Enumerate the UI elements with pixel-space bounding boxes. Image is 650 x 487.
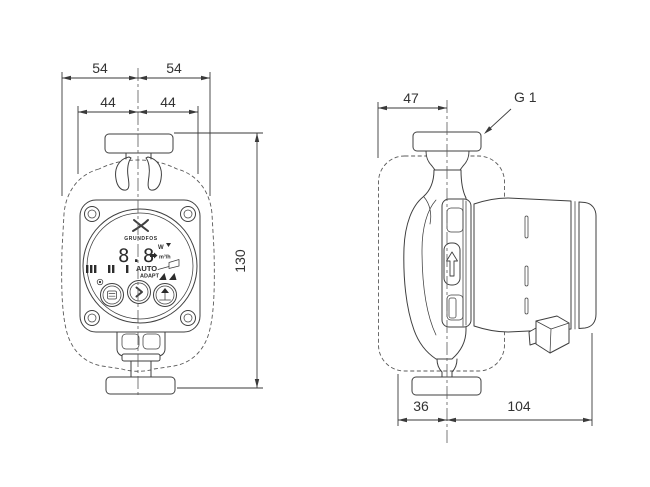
dimension-54-54: 54 54 (62, 60, 210, 81)
dim-label-47: 47 (403, 90, 419, 106)
union-nut-side (425, 150, 470, 171)
side-view (378, 100, 597, 446)
lower-pipe-front (130, 360, 152, 378)
vent-slots (524, 215, 529, 315)
speed-bars-icon (86, 265, 129, 273)
pump-icon (159, 288, 171, 301)
display-button-icon (107, 290, 117, 300)
flow-arrow-icon (150, 252, 158, 259)
mode-top-text: AUTO (136, 264, 157, 273)
dimension-47: 47 (377, 90, 447, 158)
power-unit: W (158, 245, 164, 251)
unit-cursor-icon (166, 243, 171, 247)
dimension-36-104: 36 104 (397, 333, 593, 426)
display-value: 8.8 (118, 245, 155, 267)
bottom-flange-side (411, 376, 482, 396)
control-face (82, 208, 198, 324)
dim-label-54-right: 54 (166, 60, 182, 76)
corner-screws (84, 206, 196, 326)
motor-end-cap (578, 201, 597, 329)
dim-label-104: 104 (507, 398, 531, 414)
lcd-display: 8.8 W m³/h AUTO ADAPT (86, 243, 180, 286)
dim-label-44-right: 44 (160, 94, 176, 110)
dimensions-side: 47 G 1 36 104 (377, 89, 593, 426)
flow-unit: m³/h (159, 254, 171, 261)
terminal-connector-front (116, 331, 166, 362)
mode-bottom-text: ADAPT (140, 274, 160, 280)
pump-neck-front (115, 152, 162, 191)
bottom-flange-front (105, 376, 176, 395)
grundfos-logo-icon (132, 219, 149, 232)
led-indicator (96, 278, 104, 286)
dimension-130: 130 (174, 132, 263, 389)
control-mode-icons (157, 259, 180, 280)
dimension-44-44: 44 44 (78, 94, 198, 115)
dimensions-front: 54 54 44 44 130 (61, 60, 263, 389)
top-flange-front (104, 133, 174, 154)
control-box-side (441, 198, 472, 328)
thread-label: G 1 (514, 89, 537, 105)
dim-label-54-left: 54 (92, 60, 108, 76)
pump-button (153, 283, 177, 307)
flow-plate (443, 242, 461, 286)
brand-text: GRUNDFOS (124, 236, 157, 242)
lower-pipe-side (436, 358, 458, 378)
dim-label-130: 130 (232, 249, 248, 273)
dim-label-44-left: 44 (100, 94, 116, 110)
motor-housing (473, 197, 597, 333)
thread-callout: G 1 (484, 89, 537, 134)
display-button (100, 283, 124, 307)
cable-plug (528, 315, 570, 354)
front-view: GRUNDFOS 8.8 W m³/h AUTO ADAPT (61, 68, 215, 398)
dim-label-36: 36 (413, 398, 429, 414)
